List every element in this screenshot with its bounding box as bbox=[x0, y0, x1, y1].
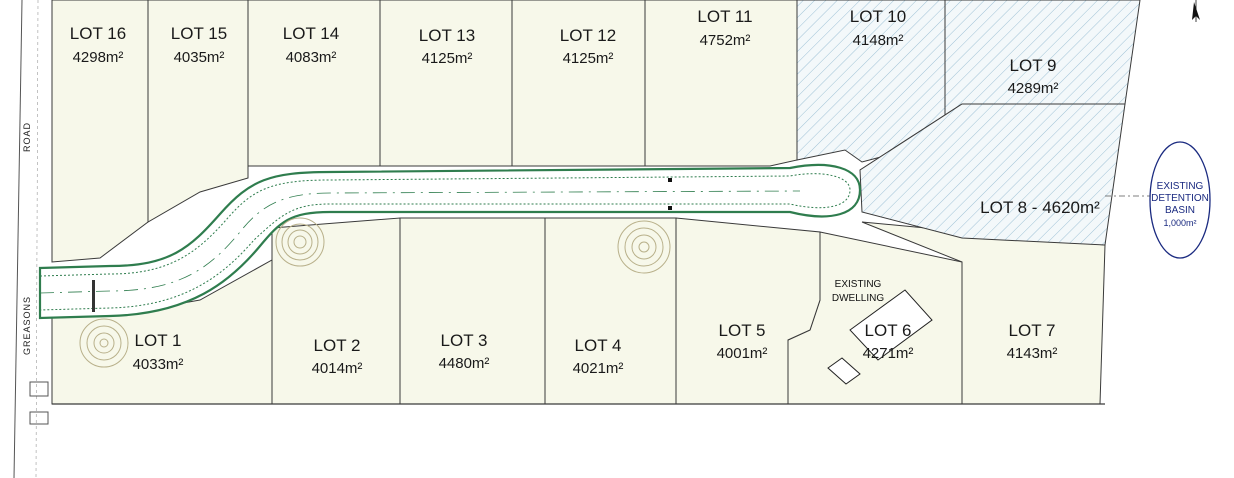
existing-dwelling-label-line2: DWELLING bbox=[832, 293, 884, 304]
basin-label-line2: DETENTION bbox=[1151, 193, 1209, 204]
north-arrow-icon bbox=[1192, 0, 1200, 22]
internal-road bbox=[38, 163, 862, 320]
lot-6-label: LOT 6 bbox=[865, 321, 912, 340]
basin-area-label: 1,000m² bbox=[1163, 218, 1196, 228]
lot-3-label: LOT 3 bbox=[441, 331, 488, 350]
lot-2-label: LOT 2 bbox=[314, 336, 361, 355]
existing-dwelling-footprint bbox=[827, 289, 933, 385]
basin-label-line1: EXISTING bbox=[1157, 181, 1204, 192]
lot-11-area: 4752m² bbox=[700, 32, 751, 49]
lot-5-label: LOT 5 bbox=[719, 321, 766, 340]
lot-11-boundary bbox=[644, 0, 798, 167]
lot-3-area: 4480m² bbox=[439, 355, 490, 372]
road-centreline bbox=[39, 190, 801, 294]
lot-5-area: 4001m² bbox=[717, 345, 768, 362]
lot-1-area: 4033m² bbox=[133, 356, 184, 373]
lot-13-boundary bbox=[379, 0, 513, 167]
lot-16-label: LOT 16 bbox=[70, 24, 126, 43]
road-name-bottom: GREASONS bbox=[22, 296, 32, 355]
existing-trees bbox=[79, 217, 671, 368]
lot-8-label: LOT 8 - 4620m² bbox=[980, 198, 1100, 217]
existing-dwelling-label-line1: EXISTING bbox=[835, 279, 882, 290]
lot-12-label: LOT 12 bbox=[560, 26, 616, 45]
lot-15-area: 4035m² bbox=[174, 49, 225, 66]
lot-12-area: 4125m² bbox=[563, 50, 614, 67]
road-surface bbox=[38, 163, 862, 320]
driveway-markers bbox=[29, 381, 49, 425]
lot-14-label: LOT 14 bbox=[283, 24, 339, 43]
hatched-lots bbox=[796, 0, 1141, 246]
lot-10-area: 4148m² bbox=[853, 32, 904, 49]
road-edge-line-2 bbox=[35, 0, 39, 478]
road-name-top: ROAD bbox=[22, 122, 32, 152]
lot-13-area: 4125m² bbox=[422, 50, 473, 67]
lot-16-area: 4298m² bbox=[73, 49, 124, 66]
road-marker bbox=[668, 178, 672, 182]
lot-7-area: 4143m² bbox=[1007, 345, 1058, 362]
lot-9-label: LOT 9 bbox=[1010, 56, 1057, 75]
lot-9-area: 4289m² bbox=[1008, 80, 1059, 97]
lot-6-area: 4271m² bbox=[863, 345, 914, 362]
lot-15-label: LOT 15 bbox=[171, 24, 227, 43]
tree-icon bbox=[617, 220, 671, 274]
lot-10-boundary bbox=[796, 0, 946, 163]
lot-4-area: 4021m² bbox=[573, 360, 624, 377]
tree-icon bbox=[79, 318, 129, 368]
road-kerb-inner bbox=[39, 173, 851, 311]
lot-15-boundary bbox=[147, 0, 249, 223]
tree-icon bbox=[275, 217, 325, 267]
detention-basin-outline bbox=[1149, 141, 1211, 259]
lot-7-label: LOT 7 bbox=[1009, 321, 1056, 340]
lot-3-boundary bbox=[399, 217, 546, 405]
road-edge-line bbox=[13, 0, 23, 478]
lot-10-label: LOT 10 bbox=[850, 7, 906, 26]
lot-11-label: LOT 11 bbox=[697, 7, 752, 26]
lot-1-label: LOT 1 bbox=[135, 331, 182, 350]
lot-13-label: LOT 13 bbox=[419, 26, 475, 45]
road-marker bbox=[92, 280, 95, 312]
road-marker bbox=[668, 206, 672, 210]
lot-4-label: LOT 4 bbox=[575, 336, 622, 355]
lot-16-boundary bbox=[51, 0, 149, 263]
basin-label-line3: BASIN bbox=[1165, 205, 1195, 216]
lot-14-area: 4083m² bbox=[286, 49, 337, 66]
lot-polygons bbox=[51, 0, 1106, 405]
lot-8-boundary bbox=[859, 103, 1126, 246]
road-reserve bbox=[0, 0, 52, 478]
lot-2-area: 4014m² bbox=[312, 360, 363, 377]
lot-12-boundary bbox=[511, 0, 646, 167]
